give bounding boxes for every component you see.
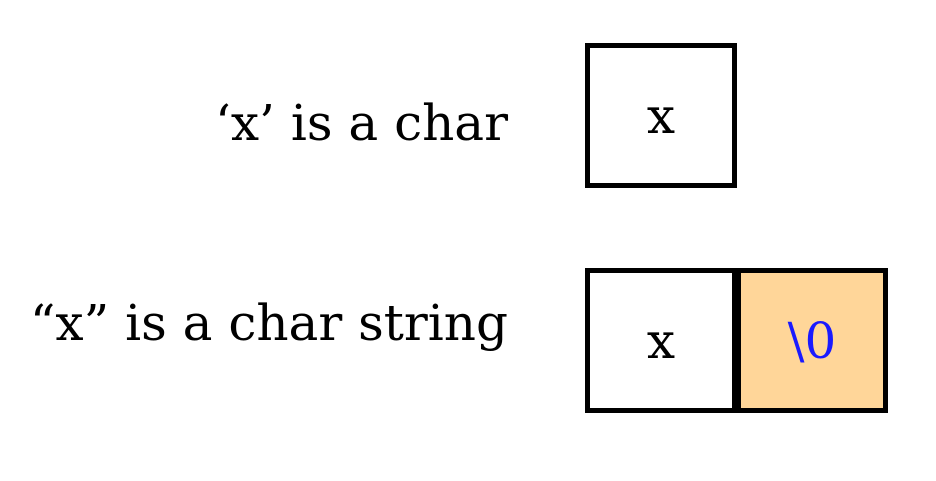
string-cell-x-value: x: [646, 311, 676, 370]
char-cell: x: [585, 43, 737, 188]
char-cell-value: x: [646, 86, 676, 145]
string-cell-null-terminator: \0: [736, 268, 888, 413]
char-string-label: “x” is a char string: [29, 294, 508, 352]
null-terminator-value: \0: [787, 311, 837, 370]
string-cell-x: x: [585, 268, 737, 413]
char-label: ‘x’ is a char: [214, 94, 508, 152]
